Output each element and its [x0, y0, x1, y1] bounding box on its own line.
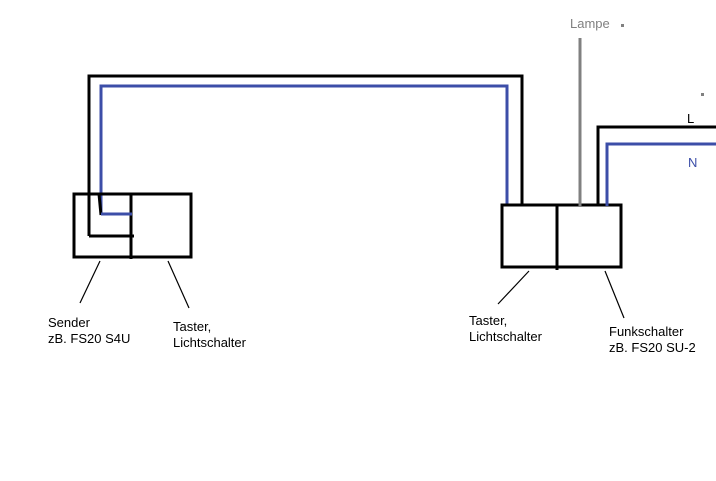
- funkschalter-label: Funkschalter zB. FS20 SU-2: [609, 324, 696, 356]
- funkschalter-label-line1: Funkschalter: [609, 324, 684, 339]
- n-label: N: [688, 155, 698, 170]
- funkschalter-box: [500, 203, 623, 269]
- taster-right-pointer: [497, 270, 530, 305]
- taster-left-label: Taster, Lichtschalter: [173, 319, 246, 351]
- taster-left-pointer: [167, 260, 190, 309]
- n-supply-wire: [605, 142, 716, 206]
- l-supply-wire: [596, 125, 716, 206]
- lamp-dot: [621, 24, 624, 27]
- funkschalter-pointer: [604, 270, 625, 319]
- lampe-label: Lampe: [570, 16, 610, 31]
- taster-left-label-line1: Taster,: [173, 319, 212, 334]
- sender-label-line1: Sender: [48, 315, 90, 330]
- blue-loop-wire: [99, 84, 509, 215]
- sender-black-stub: [97, 193, 103, 216]
- sender-label-line2: zB. FS20 S4U: [48, 331, 131, 346]
- taster-right-label-line2: Lichtschalter: [469, 329, 542, 344]
- taster-right-label-line1: Taster,: [469, 313, 508, 328]
- sender-pointer: [79, 260, 101, 304]
- l-label: L: [687, 111, 695, 126]
- taster-left-label-line2: Lichtschalter: [173, 335, 246, 350]
- sender-label: Sender zB. FS20 S4U: [48, 315, 130, 347]
- taster-right-label: Taster, Lichtschalter: [469, 313, 542, 345]
- black-loop-wire: [87, 74, 524, 236]
- funkschalter-label-line2: zB. FS20 SU-2: [609, 340, 696, 355]
- edge-dot: [701, 93, 704, 96]
